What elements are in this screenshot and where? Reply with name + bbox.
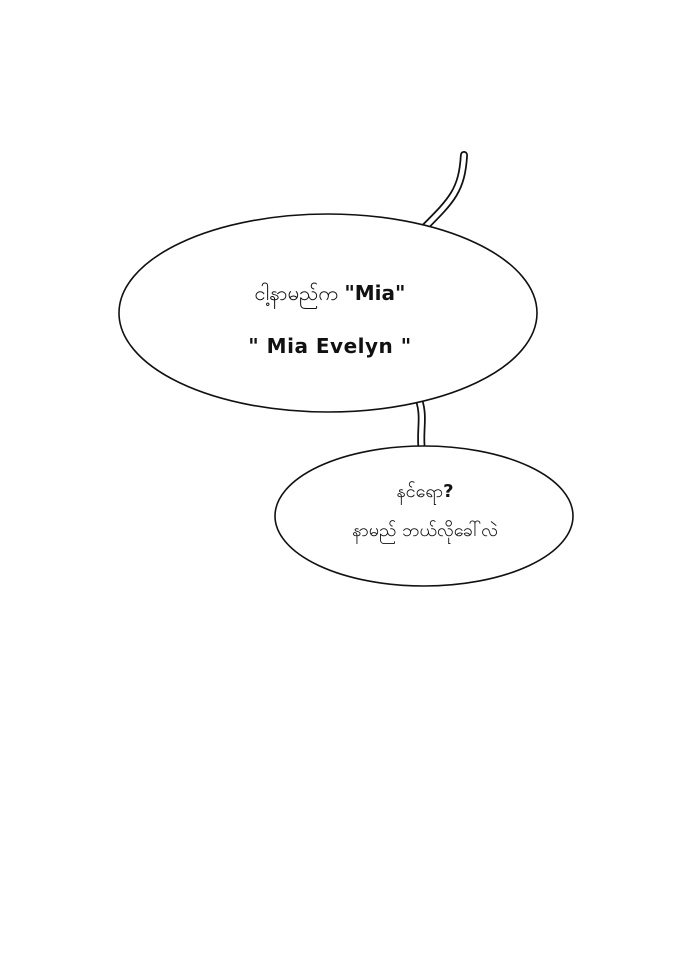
- bubble-bottom-line1-text: နင်ရော: [396, 481, 444, 502]
- speech-tail-top-fill: [421, 152, 467, 231]
- bubble-top-line1: ငါ့နာမည်က "Mia": [140, 280, 520, 310]
- speech-tail-top: [420, 151, 468, 232]
- speech-bubble-bottom: [274, 445, 574, 587]
- bubble-bottom-line2: နာမည် ဘယ်လိုခေါ်လဲ: [352, 520, 498, 541]
- speech-connector-fill: [416, 399, 425, 453]
- bubble-top-line2: " Mia Evelyn ": [248, 334, 412, 358]
- speech-bubble-top: [118, 213, 538, 413]
- bubble-top-line1-name: "Mia": [344, 281, 406, 305]
- bubble-top-line1-text: ငါ့နာမည်က: [254, 281, 338, 305]
- bubble-bottom-line1: နင်ရော?: [300, 479, 550, 506]
- bubble-bottom-question-mark: ?: [443, 481, 454, 502]
